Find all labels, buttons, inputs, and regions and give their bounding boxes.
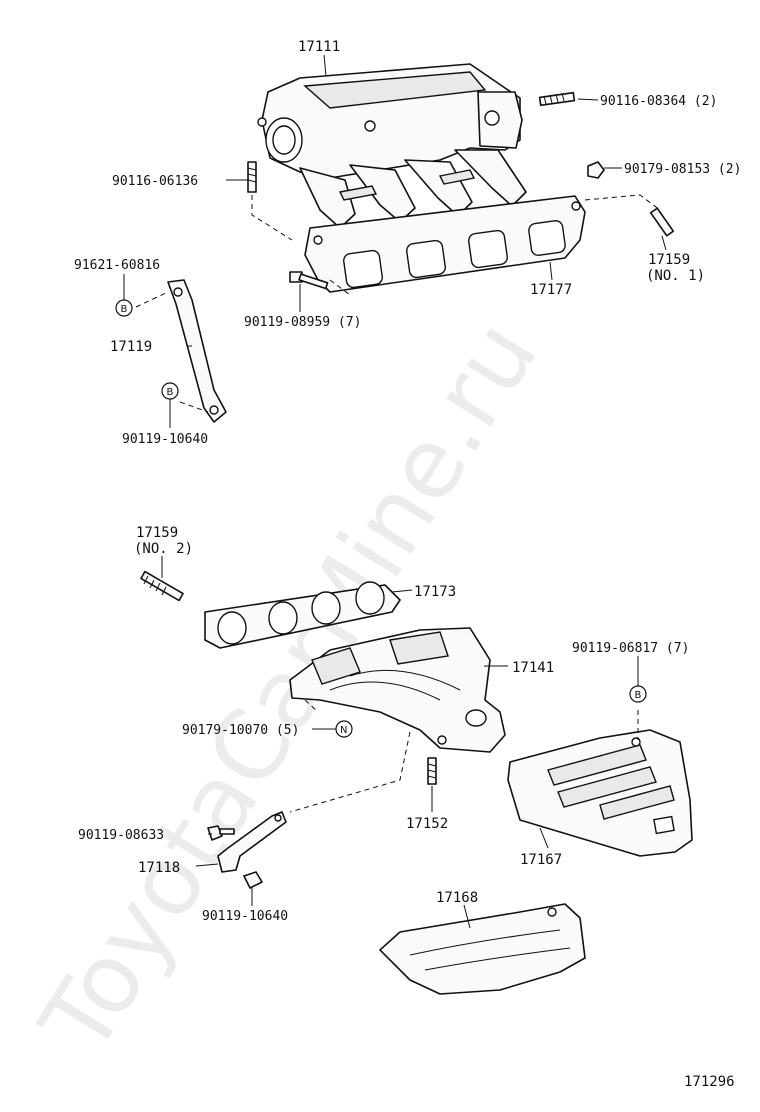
dash-line-manifold-to-bracket	[289, 731, 411, 813]
stud-90116-06136	[247, 161, 257, 193]
leader-17159-no1	[661, 235, 667, 251]
label-17159-no2-tag: (NO. 2)	[134, 541, 193, 557]
svg-text:B: B	[635, 690, 642, 701]
dash-line-bracket-bottom	[179, 401, 209, 413]
bracket-17118	[217, 811, 287, 873]
stud-90116-08364	[538, 91, 576, 107]
leader-17177	[549, 261, 553, 281]
label-90119-10640-top: 90119-10640	[122, 432, 208, 447]
label-90119-10640-bottom: 90119-10640	[202, 909, 288, 924]
heat-insulator-17168	[379, 903, 586, 995]
nut-90179-08153	[587, 161, 605, 179]
label-17111: 17111	[298, 39, 340, 55]
bracket-17119	[167, 279, 227, 423]
label-17159-no1-tag: (NO. 1)	[646, 268, 705, 284]
svg-text:N: N	[340, 725, 347, 736]
intake-gasket-17177	[304, 195, 586, 293]
label-17152: 17152	[406, 816, 448, 832]
leader-17173	[391, 589, 413, 593]
label-90179-10070: 90179-10070 (5)	[182, 723, 299, 738]
svg-text:B: B	[121, 304, 128, 315]
stud-17159-no1	[649, 207, 675, 237]
badge-b-bracket: B	[161, 382, 179, 400]
exhaust-gasket-17173	[204, 581, 401, 649]
label-90179-08153: 90179-08153 (2)	[624, 162, 741, 177]
label-90119-08959: 90119-08959 (7)	[244, 315, 361, 330]
leader-17118	[195, 863, 219, 867]
dash-line-nut-to-stud	[584, 194, 661, 211]
bolt-90119-08633	[207, 825, 235, 841]
label-17119: 17119	[110, 339, 152, 355]
badge-b-exhaust: B	[629, 685, 647, 703]
heat-insulator-17167	[507, 729, 693, 857]
bolt-90119-08959	[289, 271, 329, 290]
leader-90116-08364	[577, 98, 599, 101]
bolt-90119-10640-bottom	[243, 871, 263, 889]
label-17159-no1: 17159	[648, 252, 690, 268]
label-17173: 17173	[414, 584, 456, 600]
label-17177: 17177	[530, 282, 572, 298]
leader-17167	[539, 827, 549, 849]
label-90116-06136: 90116-06136	[112, 174, 198, 189]
stud-17152	[427, 757, 437, 785]
label-17168: 17168	[436, 890, 478, 906]
dash-line-bolt	[329, 279, 351, 296]
badge-n: N	[335, 720, 353, 738]
dash-line-nut-to-manifold	[304, 699, 319, 713]
label-90119-08633: 90119-08633	[78, 828, 164, 843]
badge-b-top: B	[115, 299, 133, 317]
exhaust-manifold-17141	[289, 627, 506, 753]
figure-id: 171296	[684, 1074, 735, 1090]
leader-17111	[323, 54, 327, 77]
dash-line-stud-to-manifold	[251, 195, 293, 241]
label-91621-60816: 91621-60816	[74, 258, 160, 273]
label-17141: 17141	[512, 660, 554, 676]
label-17118: 17118	[138, 860, 180, 876]
label-90116-08364: 90116-08364 (2)	[600, 94, 717, 109]
stud-17159-no2	[140, 570, 184, 602]
dash-line-bracket-top	[135, 291, 169, 308]
label-17159-no2: 17159	[136, 525, 178, 541]
label-17167: 17167	[520, 852, 562, 868]
label-90119-06817: 90119-06817 (7)	[572, 641, 689, 656]
leader-17168	[463, 904, 471, 929]
svg-text:B: B	[167, 387, 174, 398]
intake-manifold-17111	[257, 63, 527, 229]
